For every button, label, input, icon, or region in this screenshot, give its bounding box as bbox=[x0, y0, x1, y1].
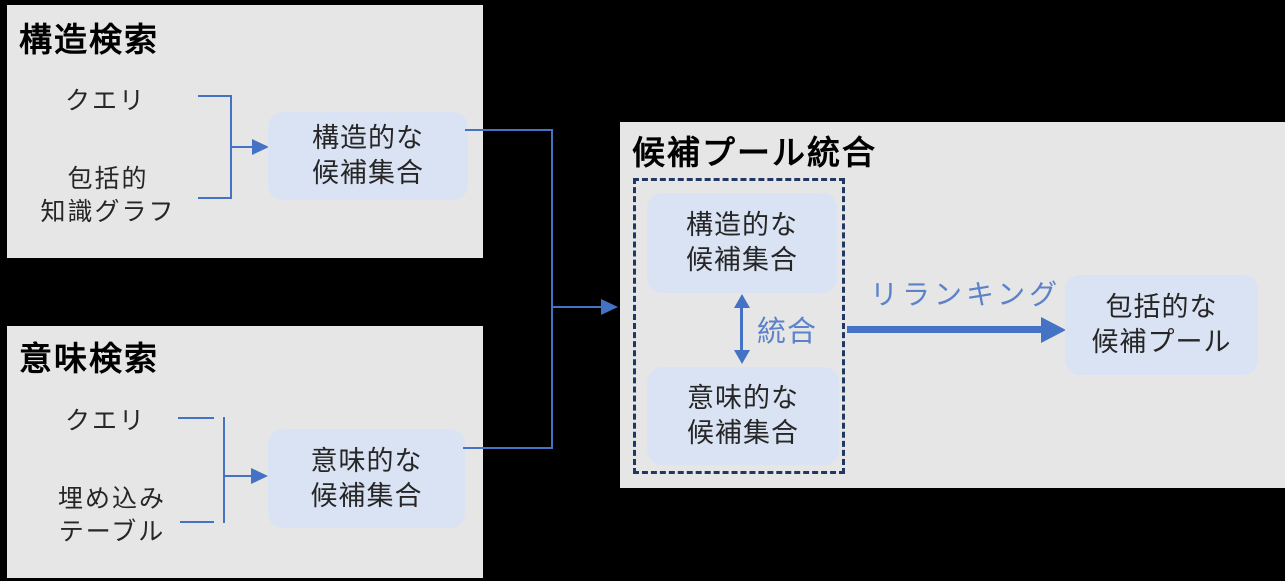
bracket-bottom-line bbox=[180, 521, 214, 523]
integration-structural-candidates-text: 構造的な 候補集合 bbox=[686, 210, 798, 275]
arrow-up-icon bbox=[734, 294, 750, 308]
bracket-bottom-line bbox=[198, 197, 232, 199]
merge-double-arrow-shaft bbox=[740, 306, 743, 352]
connector-vertical bbox=[551, 129, 553, 449]
rerank-label: リランキング bbox=[870, 279, 1062, 310]
integration-dashed-box bbox=[633, 178, 845, 474]
integration-semantic-candidates-text: 意味的な 候補集合 bbox=[687, 383, 799, 448]
semantic-search-title: 意味検索 bbox=[19, 340, 159, 377]
pool-integration-panel: 候補プール統合 構造的な 候補集合 統合 意味的な 候補集合 リランキング 包括… bbox=[620, 122, 1285, 488]
structural-candidates-box: 構造的な 候補集合 bbox=[268, 112, 468, 200]
structural-candidates-text: 構造的な 候補集合 bbox=[312, 123, 424, 188]
arrow-right-icon bbox=[252, 139, 269, 155]
comprehensive-pool-text: 包括的な 候補プール bbox=[1091, 292, 1232, 357]
structural-search-panel: 構造検索 クエリ 包括的 知識グラフ 構造的な 候補集合 bbox=[7, 5, 483, 258]
arrow-right-icon bbox=[1041, 317, 1066, 343]
structural-query-label: クエリ bbox=[65, 87, 147, 115]
knowledge-graph-label: 包括的 知識グラフ bbox=[40, 165, 176, 226]
merge-label: 統合 bbox=[757, 316, 818, 348]
comprehensive-pool-box: 包括的な 候補プール bbox=[1065, 275, 1258, 375]
rerank-arrow-shaft bbox=[847, 326, 1043, 333]
connector-bottom-horizontal bbox=[463, 447, 552, 449]
connector-top-horizontal bbox=[465, 129, 552, 131]
bracket-top-line bbox=[178, 417, 214, 419]
semantic-search-panel: 意味検索 クエリ 埋め込み テーブル 意味的な 候補集合 bbox=[7, 326, 483, 578]
merge-arrow-shaft bbox=[232, 146, 254, 148]
arrow-right-icon bbox=[251, 468, 268, 484]
semantic-candidates-text: 意味的な 候補集合 bbox=[310, 445, 423, 511]
arrow-down-icon bbox=[734, 350, 750, 364]
bracket-vertical-line bbox=[223, 417, 225, 523]
pool-integration-title: 候補プール統合 bbox=[632, 134, 877, 171]
embedding-table-label: 埋め込み テーブル bbox=[57, 485, 166, 546]
connector-middle-horizontal bbox=[551, 306, 602, 308]
integration-structural-candidates-box: 構造的な 候補集合 bbox=[647, 193, 837, 293]
structural-search-title: 構造検索 bbox=[19, 21, 159, 58]
semantic-query-label: クエリ bbox=[65, 407, 147, 435]
arrow-right-icon bbox=[601, 299, 618, 315]
semantic-candidates-box: 意味的な 候補集合 bbox=[268, 429, 465, 528]
bracket-top-line bbox=[198, 95, 232, 97]
merge-arrow-shaft bbox=[225, 475, 251, 477]
integration-semantic-candidates-box: 意味的な 候補集合 bbox=[647, 367, 839, 465]
bracket-vertical-line bbox=[230, 95, 232, 199]
